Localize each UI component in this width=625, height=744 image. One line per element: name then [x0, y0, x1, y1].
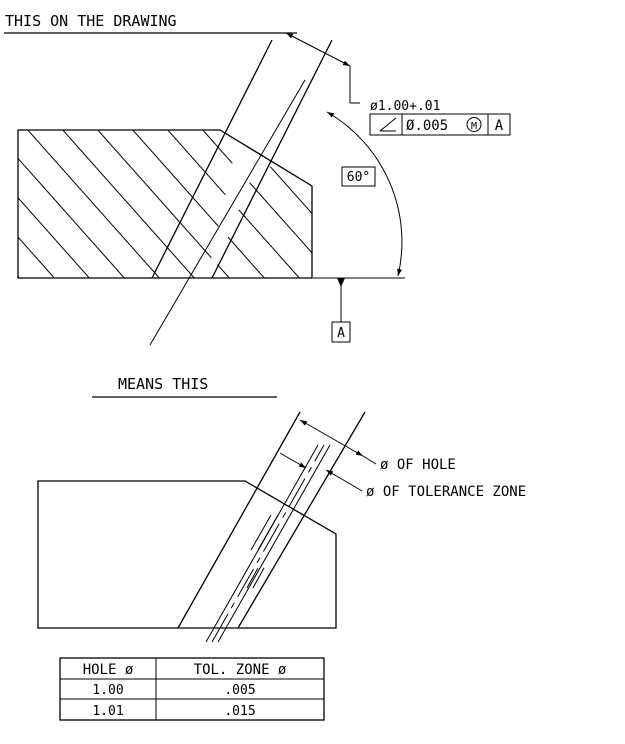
angle-arc [326, 111, 403, 277]
fcf-tolerance: Ø.005 [406, 118, 448, 134]
part-interpretation-view [37, 411, 366, 643]
angle-value: 60° [347, 170, 370, 185]
angle-box [341, 166, 376, 187]
zone-leader-line [351, 484, 363, 492]
fcf-datum: A [495, 118, 504, 134]
diameter-dimension-line [285, 32, 351, 67]
hole-diameter-dimension: ø OF HOLE [299, 419, 456, 473]
part-outline-lower [37, 480, 337, 629]
table-cell: .005 [224, 683, 255, 698]
bottom-heading: MEANS THIS [118, 375, 208, 393]
hole-wall-left-lower [177, 411, 301, 629]
tolerance-table: HOLE ø TOL. ZONE ø 1.00 .005 1.01 .015 [59, 657, 325, 721]
angularity-icon [379, 117, 397, 132]
diameter-dimension: ø1.00+.01 [285, 32, 440, 114]
hole-wall-right [211, 39, 333, 279]
hole-dimension-line [299, 419, 364, 457]
hole-axis-line-lower [211, 444, 325, 643]
table-cell: 1.00 [92, 683, 123, 698]
table-header-zone: TOL. ZONE ø [194, 662, 287, 678]
table-cell: 1.01 [92, 704, 123, 719]
zone-label: ø OF TOLERANCE ZONE [366, 484, 526, 500]
angle-dimension: 60° [313, 111, 405, 279]
feature-control-frame: Ø.005 M A [369, 113, 511, 136]
hole-label: ø OF HOLE [380, 457, 456, 473]
tolerance-zone-line-right [217, 444, 331, 643]
top-heading: THIS ON THE DRAWING [5, 12, 177, 30]
datum-feature-symbol: A [331, 278, 351, 343]
datum-label: A [337, 326, 345, 341]
part-section-view [17, 39, 333, 346]
zone-arrow-right [325, 469, 353, 486]
part-outline [17, 129, 313, 279]
datum-triangle [337, 278, 345, 287]
section-hatching [18, 130, 312, 278]
hole-wall-right-lower [237, 411, 366, 629]
table-header-hole: HOLE ø [83, 662, 134, 678]
fcf-modifier: M [471, 121, 477, 132]
hole-leader-line [362, 455, 377, 465]
zone-arrow-left [279, 452, 307, 469]
hole-wall-left [151, 39, 273, 279]
table-cell: .015 [224, 704, 255, 719]
diameter-callout: ø1.00+.01 [370, 99, 440, 114]
tolerance-zone-dimension: ø OF TOLERANCE ZONE [279, 452, 526, 500]
mmc-modifier-circle [466, 117, 482, 132]
hole-axis-line [149, 79, 306, 346]
